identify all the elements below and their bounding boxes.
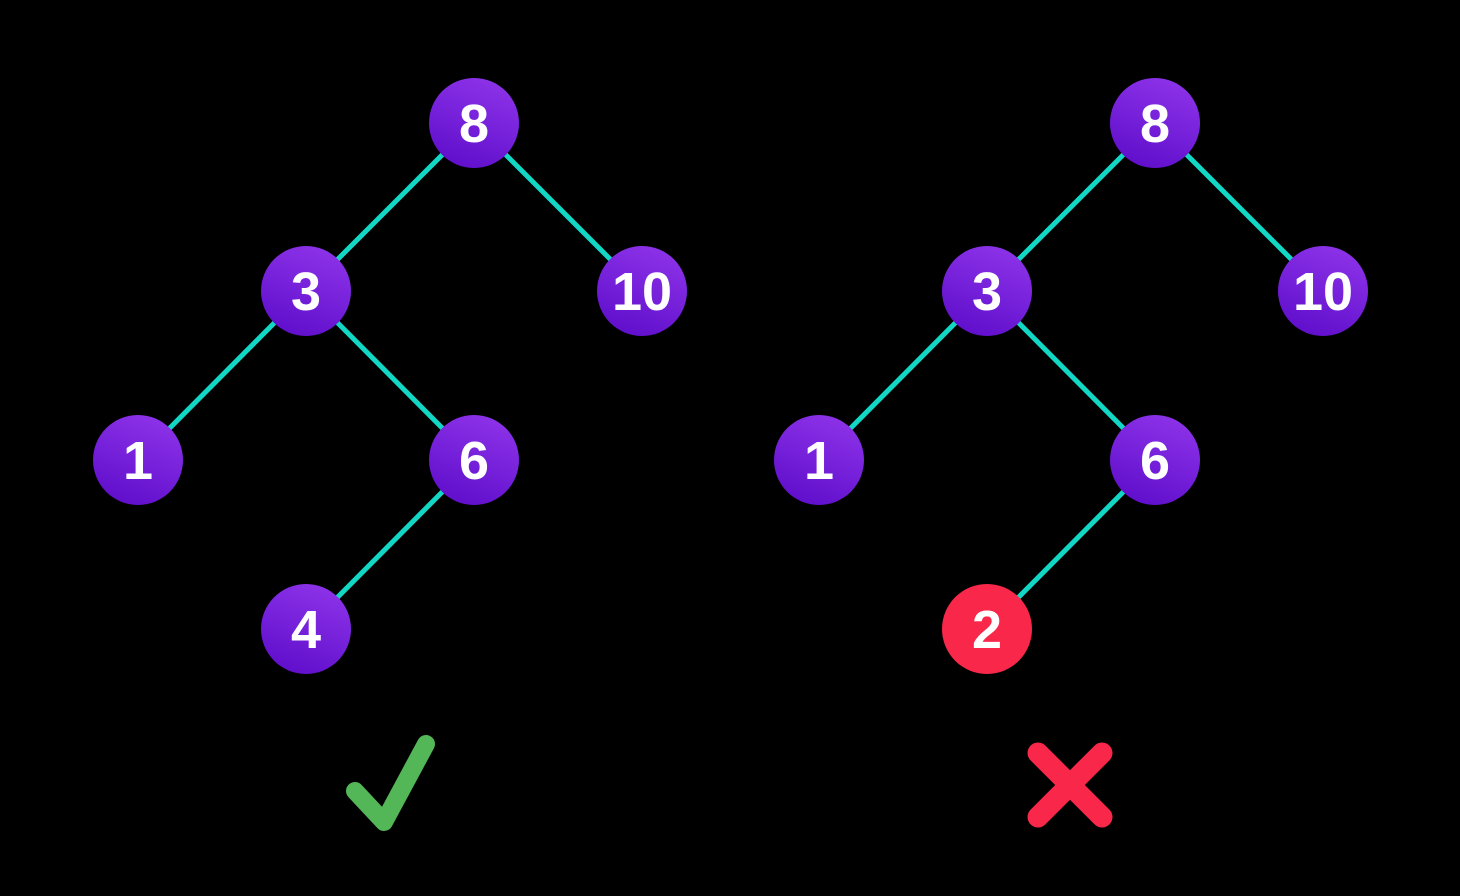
tree-node-3: 3 xyxy=(261,246,351,336)
node-circle xyxy=(774,415,864,505)
node-circle xyxy=(261,246,351,336)
node-value: 1 xyxy=(123,431,153,491)
node-value: 6 xyxy=(1140,431,1170,491)
cross-icon xyxy=(1027,742,1113,828)
node-value: 1 xyxy=(804,431,834,491)
tree-invalid-bst: 8 3 10 1 6 2 xyxy=(774,78,1368,828)
node-circle xyxy=(1278,246,1368,336)
node-value: 10 xyxy=(1293,262,1353,322)
tree-node-3: 3 xyxy=(942,246,1032,336)
tree-node-8: 8 xyxy=(429,78,519,168)
node-value: 8 xyxy=(1140,94,1170,154)
node-value: 6 xyxy=(459,431,489,491)
invalid-tree-node-2: 2 xyxy=(942,584,1032,674)
node-circle xyxy=(942,246,1032,336)
tree-node-8: 8 xyxy=(1110,78,1200,168)
tree-node-1: 1 xyxy=(774,415,864,505)
node-circle xyxy=(261,584,351,674)
node-value: 8 xyxy=(459,94,489,154)
node-circle xyxy=(93,415,183,505)
node-value: 2 xyxy=(972,600,1002,660)
checkmark-icon xyxy=(346,735,435,831)
node-circle xyxy=(597,246,687,336)
cross-stroke xyxy=(1027,742,1113,828)
node-circle xyxy=(942,584,1032,674)
tree-node-6: 6 xyxy=(429,415,519,505)
node-value: 3 xyxy=(291,262,321,322)
tree-node-10: 10 xyxy=(1278,246,1368,336)
node-circle xyxy=(429,415,519,505)
node-circle xyxy=(429,78,519,168)
tree-node-6: 6 xyxy=(1110,415,1200,505)
node-value: 4 xyxy=(291,600,321,660)
tree-node-1: 1 xyxy=(93,415,183,505)
trees-layer: 8 3 10 1 6 4 8 3 10 1 6 2 xyxy=(93,78,1368,831)
tree-valid-bst: 8 3 10 1 6 4 xyxy=(93,78,687,831)
node-value: 3 xyxy=(972,262,1002,322)
tree-node-4: 4 xyxy=(261,584,351,674)
node-value: 10 xyxy=(612,262,672,322)
tree-node-10: 10 xyxy=(597,246,687,336)
node-circle xyxy=(1110,415,1200,505)
node-circle xyxy=(1110,78,1200,168)
